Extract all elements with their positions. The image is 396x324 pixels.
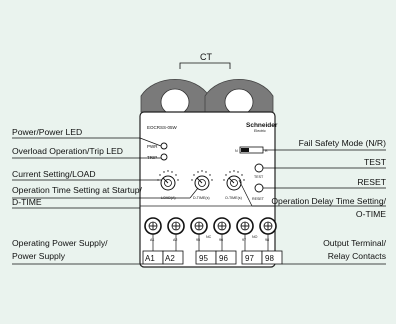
relay-body [139,111,276,268]
terminal-a2: A2 [165,254,175,263]
dtime-dial[interactable] [191,170,213,191]
left-leader-lines [12,137,199,265]
label-op-time-1: Operation Time Setting at Startup/ [12,185,143,195]
switch-slider[interactable] [241,148,249,152]
terminal-label-row [142,250,283,265]
terminal-98: 98 [265,254,274,263]
label-current-setting: Current Setting/LOAD [12,169,96,179]
switch-r-text: R [265,149,268,153]
ct-bracket [179,62,231,69]
nc-text: NC [206,235,212,239]
label-fail-safety: Fail Safety Mode (N/R) [299,138,387,148]
reset-text: RESET [252,197,265,201]
label-test: TEST [364,157,387,167]
terminal-screw-a1[interactable] [144,217,162,235]
otime-dial-text: O-TIME(s) [225,196,242,200]
load-dial[interactable] [157,170,179,191]
label-op-time-2: D-TIME [12,197,42,207]
trip-text: TRIP [147,155,157,160]
small-term-96: 96 [219,238,223,242]
right-leader-lines [198,149,386,265]
label-op-delay-1: Operation Delay Time Setting/ [271,196,386,206]
terminal-97: 97 [245,254,254,263]
reset-button[interactable] [254,183,264,193]
terminal-95: 95 [199,254,208,263]
terminal-96: 96 [219,254,228,263]
trip-led [160,153,168,161]
terminal-screw-97[interactable] [236,217,254,235]
label-op-power-2: Power Supply [12,251,66,261]
test-button[interactable] [254,163,264,173]
terminal-screws [144,217,277,235]
ct-label: CT [200,52,212,62]
label-op-power-1: Operating Power Supply/ [12,238,108,248]
pwr-text: PWR [147,144,158,149]
dtime-dial-text: D-TIME(s) [193,196,210,200]
small-term-a2: A2 [173,238,177,242]
label-power-led: Power/Power LED [12,127,82,137]
ct-left-coil [140,79,210,116]
small-term-97: 97 [242,238,246,242]
small-term-95: 95 [196,238,200,242]
test-text: TEST [254,175,264,179]
label-output-2: Relay Contacts [328,251,386,261]
label-op-delay-2: O-TIME [356,209,386,219]
terminal-screw-96[interactable] [213,217,231,235]
power-led [160,142,168,150]
switch-n-text: N [235,149,238,153]
no-text: NO [252,235,258,239]
small-term-98: 98 [265,238,269,242]
model-text: EOCRSS-05W [147,125,178,130]
small-term-a1: A1 [150,238,154,242]
terminal-screw-a2[interactable] [167,217,185,235]
ct-right-coil [204,79,274,116]
brand-logo-text: Schneider [246,122,278,129]
label-output-1: Output Terminal/ [323,238,387,248]
label-overload-led: Overload Operation/Trip LED [12,146,123,156]
terminal-screw-95[interactable] [190,217,208,235]
otime-dial[interactable] [223,170,245,191]
terminal-screw-98[interactable] [259,217,277,235]
label-reset: RESET [357,177,386,187]
brand-sub-text: Electric [254,129,266,133]
terminal-a1: A1 [145,254,155,263]
